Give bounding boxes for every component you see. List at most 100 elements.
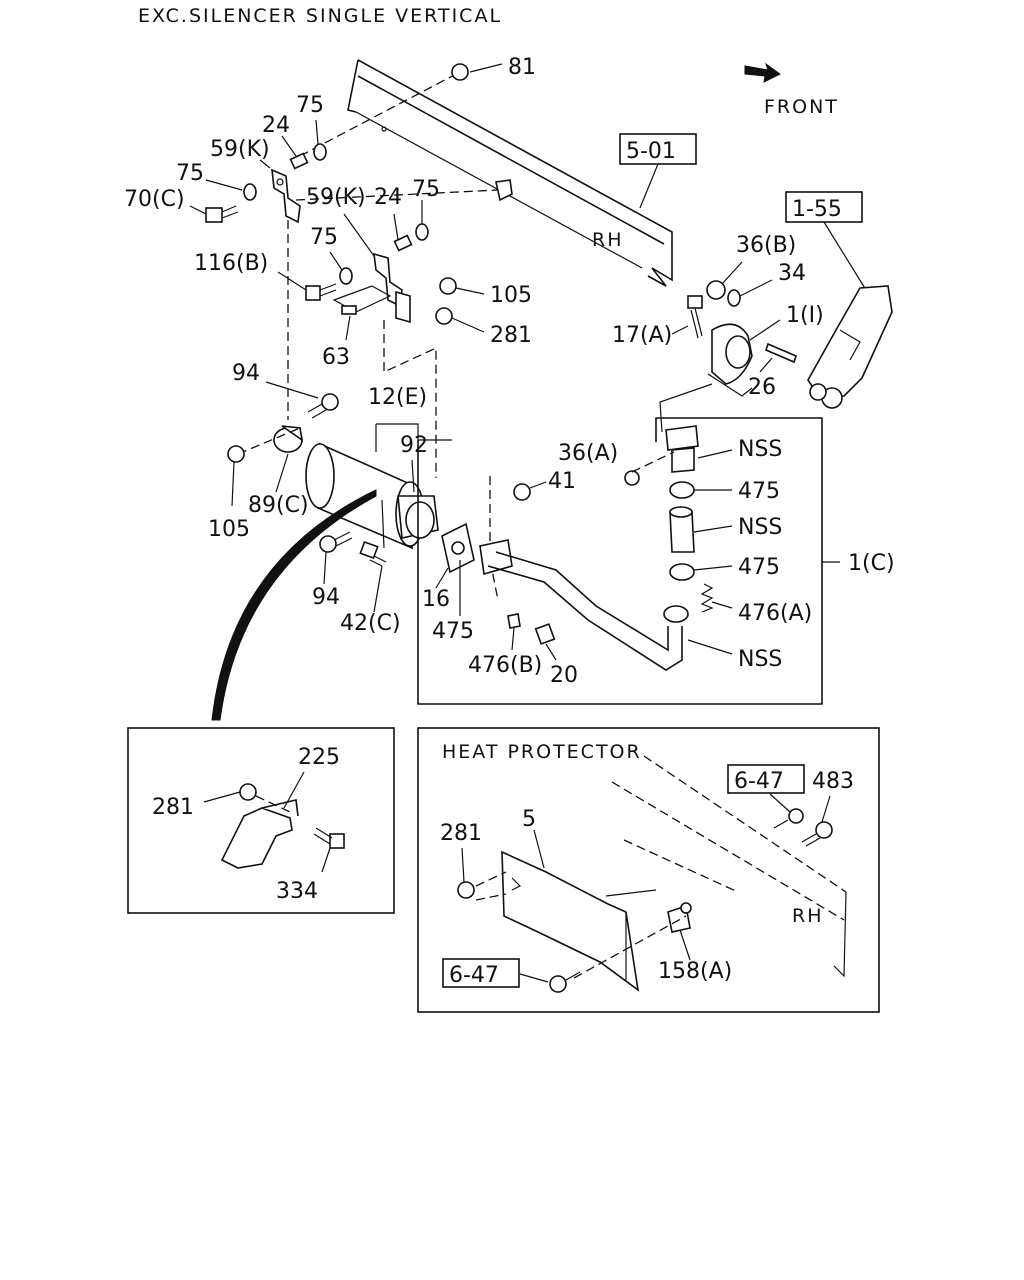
nut-icon (439, 277, 457, 295)
callout-p75d: 75 (310, 225, 338, 250)
bolt-icon (329, 833, 345, 849)
callout-p105a: 105 (490, 283, 532, 308)
callout-p70c: 70(C) (124, 187, 185, 212)
heat-frame-side-label: RH (792, 905, 824, 927)
callout-225: 225 (298, 745, 340, 770)
callout-p59ka: 59(K) (210, 137, 270, 162)
callout-281-inset: 281 (152, 795, 194, 820)
ref-box-bracket-lower-label: 6-47 (449, 963, 499, 988)
washer-icon (727, 289, 741, 307)
bolt-icon (319, 531, 353, 553)
callouts: 81 75 24 59(K) 75 70(C) 59(K) 24 75 75 1… (124, 55, 895, 688)
callout-p24b: 24 (374, 185, 402, 210)
callout-p36b: 36(B) (736, 233, 796, 258)
washer-icon (243, 183, 257, 201)
callout-p89c: 89(C) (248, 493, 309, 518)
connector-pipe (669, 506, 695, 553)
heat-frame-rail (611, 755, 847, 978)
inset-bracket-parts (203, 771, 345, 873)
washer-icon (415, 223, 429, 241)
nut-icon (457, 881, 475, 899)
callout-p94b: 94 (312, 585, 340, 610)
collar-icon (289, 152, 309, 170)
heat-protector-plate (501, 850, 657, 992)
nut-icon (624, 470, 640, 486)
callout-p75a: 75 (296, 93, 324, 118)
inset-heat-protector (417, 727, 880, 1013)
callout-p475b: 475 (738, 479, 780, 504)
callout-p75c: 75 (412, 177, 440, 202)
hanger-bracket-upper (271, 168, 301, 224)
callout-p75b: 75 (176, 161, 204, 186)
ref-box-bracket-upper[interactable] (727, 764, 805, 794)
front-arrow-icon (744, 62, 781, 83)
callout-281-heat: 281 (440, 821, 482, 846)
nut-icon (435, 307, 453, 325)
heat-protector-title: HEAT PROTECTOR (442, 741, 642, 763)
callout-p105b: 105 (208, 517, 250, 542)
callout-p475a: 475 (432, 619, 474, 644)
seal-ring-icon (669, 563, 695, 581)
callout-p20: 20 (550, 663, 578, 688)
nut-icon (706, 280, 726, 300)
tail-pipe (479, 539, 689, 671)
clamp-icon (273, 425, 304, 453)
bolt-icon (773, 808, 804, 829)
bolt-icon (205, 205, 239, 223)
nut-icon (227, 445, 245, 463)
pipe-flange (665, 425, 699, 473)
exhaust-manifold (807, 285, 893, 409)
spacer-icon (341, 305, 357, 315)
callout-p81: 81 (508, 55, 536, 80)
frame-side-label: RH (592, 229, 624, 251)
callout-p41: 41 (548, 469, 576, 494)
detail-arrow (211, 489, 377, 721)
spring-pin-icon (507, 613, 521, 629)
stud-icon (765, 342, 797, 364)
bolt-icon (359, 540, 387, 567)
nut-icon (451, 63, 469, 81)
callout-p42c: 42(C) (340, 611, 401, 636)
callout-p12e: 12(E) (368, 385, 427, 410)
mount-icon (495, 179, 513, 202)
nut-icon (239, 783, 257, 801)
callout-5: 5 (522, 807, 536, 832)
bolt-icon (307, 393, 339, 419)
inset-bracket-detail (127, 727, 395, 914)
collar-icon (393, 234, 413, 252)
diagram-title: EXC.SILENCER SINGLE VERTICAL (138, 5, 502, 27)
spring-icon (700, 583, 714, 613)
ref-box-engine-label: 1-55 (792, 197, 842, 222)
nut-icon (513, 483, 531, 501)
ref-box-bracket-upper-label: 6-47 (734, 769, 784, 794)
callout-pnss3: NSS (738, 647, 782, 672)
callout-p59kb: 59(K) (306, 185, 366, 210)
callout-p116b: 116(B) (194, 251, 268, 276)
callout-p34: 34 (778, 261, 806, 286)
callout-p476a: 476(A) (738, 601, 812, 626)
gasket (441, 522, 475, 574)
callout-p1i: 1(I) (786, 303, 824, 328)
callout-pnss1: NSS (738, 437, 782, 462)
seal-ring-icon (669, 481, 695, 499)
callout-334: 334 (276, 879, 318, 904)
callout-483: 483 (812, 769, 854, 794)
ref-box-bracket-lower[interactable] (442, 958, 520, 988)
callout-p63: 63 (322, 345, 350, 370)
callout-p17a: 17(A) (612, 323, 672, 348)
callout-pnss2: NSS (738, 515, 782, 540)
washer-icon (313, 143, 327, 161)
bolt-icon (801, 821, 833, 847)
bolt-icon (687, 295, 703, 339)
front-label: FRONT (764, 96, 839, 118)
callout-158a: 158(A) (658, 959, 732, 984)
callout-p24a: 24 (262, 113, 290, 138)
callout-p281a: 281 (490, 323, 532, 348)
ref-box-frame-label: 5-01 (626, 139, 676, 164)
callout-p26: 26 (748, 375, 776, 400)
callout-p476b: 476(B) (468, 653, 542, 678)
callout-p94a: 94 (232, 361, 260, 386)
bolt-icon (534, 623, 556, 645)
callout-p475c: 475 (738, 555, 780, 580)
